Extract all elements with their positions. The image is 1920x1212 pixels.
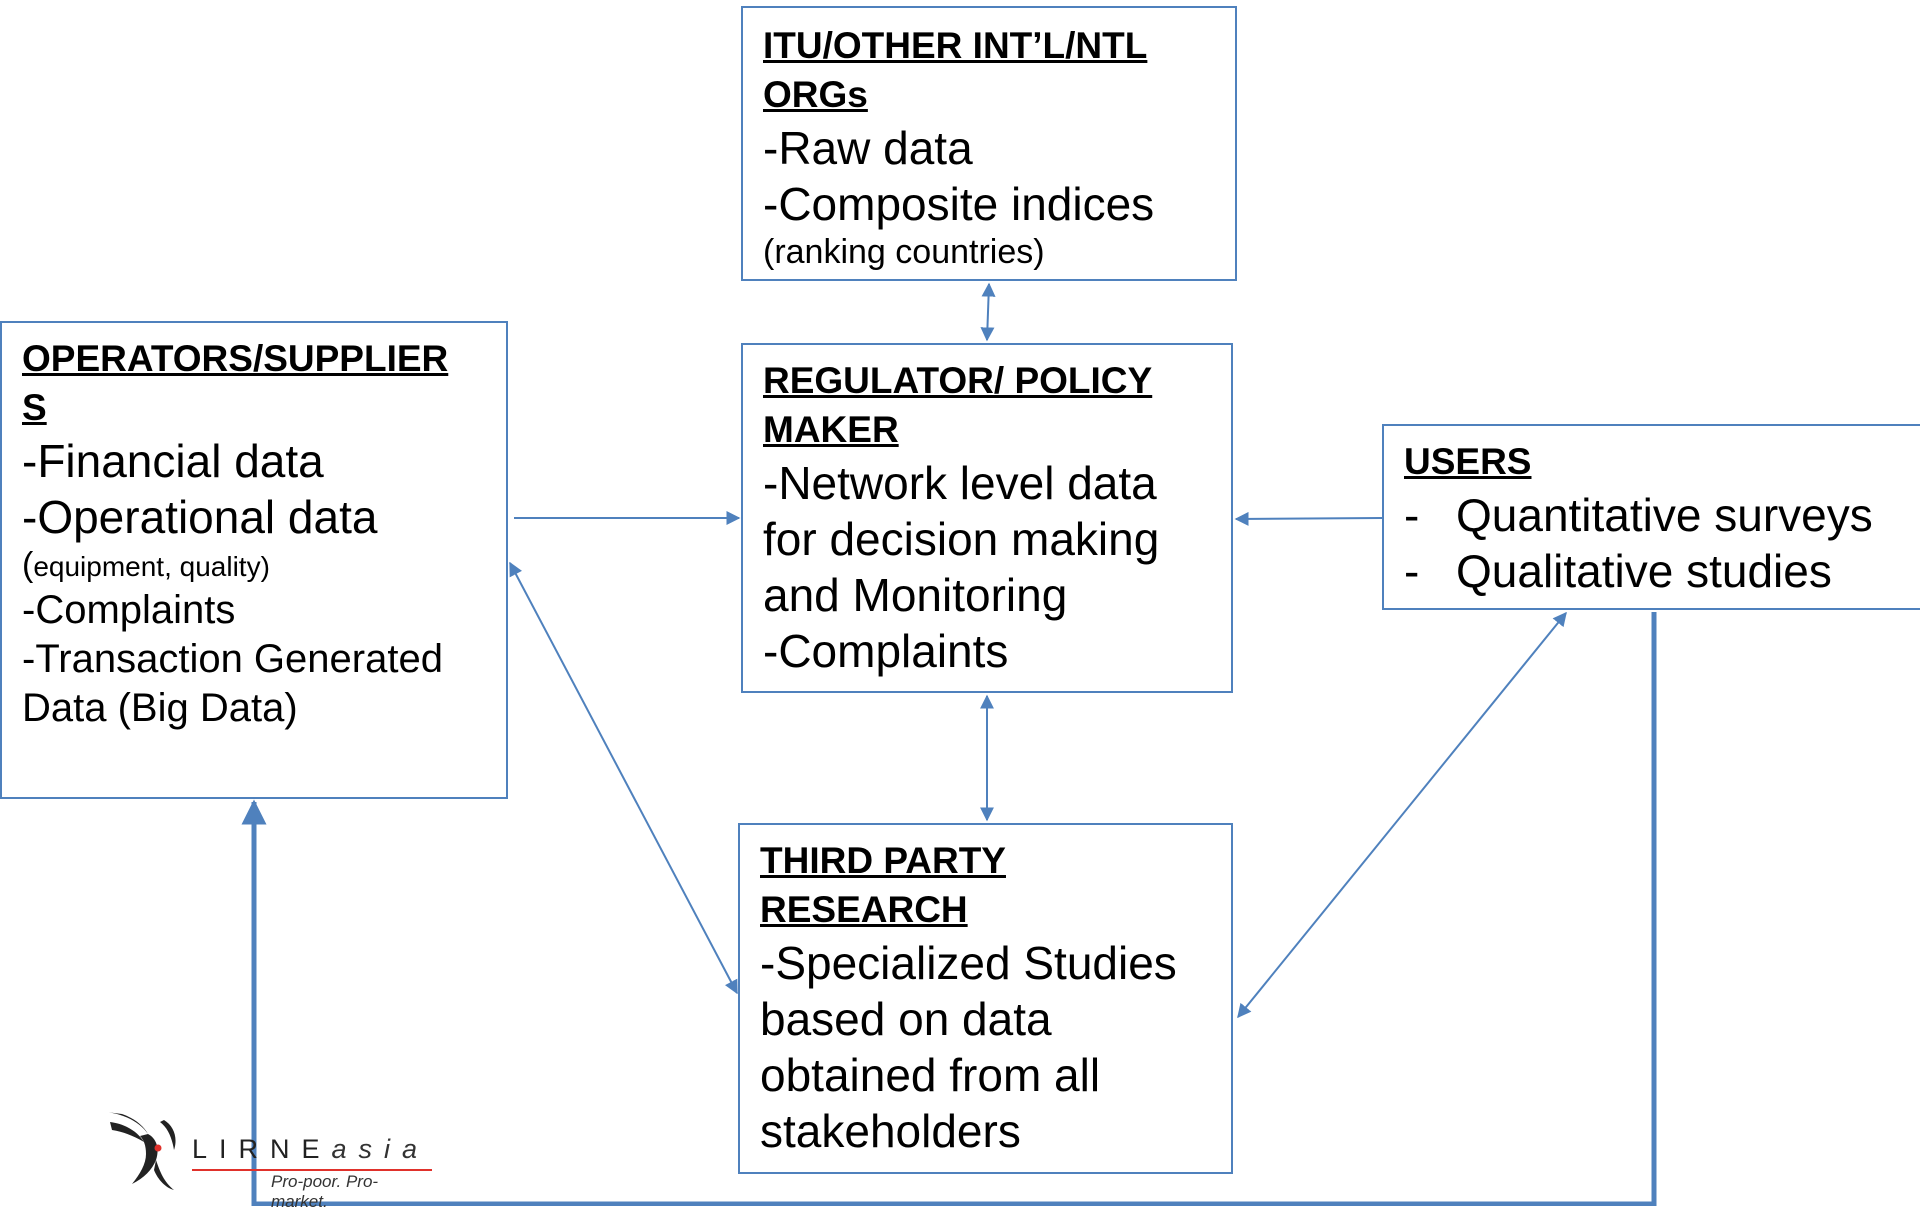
users-item-label: Qualitative studies <box>1456 544 1832 597</box>
regulator-item-complaints: -Complaints <box>763 624 1009 677</box>
itu-orgs-title: ITU/OTHER INT’L/NTL ORGs <box>763 25 1148 115</box>
operators-item-financial: -Financial data <box>22 434 324 487</box>
operators-suppliers-box: OPERATORS/SUPPLIER S -Financial data -Op… <box>0 321 508 799</box>
connector-users-operators-loop <box>241 612 1657 1206</box>
regulator-item-network-data: -Network level data for decision making … <box>763 456 1160 621</box>
lirneasia-logo: LIRNEasia Pro-poor. Pro-market. <box>104 1108 434 1211</box>
regulator-title: REGULATOR/ POLICY MAKER <box>763 360 1153 450</box>
connector-users-regulator <box>1234 511 1383 526</box>
regulator-policy-maker-box: REGULATOR/ POLICY MAKER -Network level d… <box>741 343 1233 693</box>
third-party-item-studies: -Specialized Studies based on data obtai… <box>760 936 1177 1157</box>
users-bullet: - <box>1404 544 1420 597</box>
itu-orgs-item-raw-data: -Raw data <box>763 121 973 174</box>
operators-note-open-paren: ( <box>22 545 34 584</box>
operators-item-operational: -Operational data <box>22 490 378 543</box>
connector-users-third-party <box>1237 611 1567 1019</box>
operators-item-transaction-data: -Transaction Generated Data (Big Data) <box>22 637 443 730</box>
operators-item-complaints: -Complaints <box>22 588 236 633</box>
connector-itu-regulator <box>980 282 996 342</box>
users-title: USERS <box>1404 441 1532 482</box>
itu-orgs-note: (ranking countries) <box>763 232 1045 271</box>
connector-operators-third-party <box>509 561 738 995</box>
logo-brand: LIRNEasia <box>192 1134 429 1165</box>
users-bullet: - <box>1404 488 1420 541</box>
itu-orgs-box: ITU/OTHER INT’L/NTL ORGs -Raw data -Comp… <box>741 6 1237 281</box>
users-item-quantitative: - Quantitative surveys <box>1404 487 1920 543</box>
logo-brand-main: LIRNE <box>192 1134 332 1164</box>
itu-orgs-item-composite-indices: -Composite indices <box>763 177 1155 230</box>
logo-tagline: Pro-poor. Pro-market. <box>271 1172 379 1211</box>
logo-underline <box>192 1169 432 1171</box>
logo-brand-asia: asia <box>331 1134 430 1164</box>
third-party-title: THIRD PARTY RESEARCH <box>760 840 1006 930</box>
operators-note: (equipment, quality) <box>22 545 506 586</box>
third-party-research-box: THIRD PARTY RESEARCH -Specialized Studie… <box>738 823 1233 1174</box>
operators-note-text: equipment, quality) <box>33 550 270 582</box>
operators-title: OPERATORS/SUPPLIER S <box>22 338 449 428</box>
users-item-label: Quantitative surveys <box>1456 488 1873 541</box>
bird-logo-icon <box>106 1112 176 1190</box>
users-box: USERS - Quantitative surveys - Qualitati… <box>1382 424 1920 610</box>
users-item-qualitative: - Qualitative studies <box>1404 543 1920 599</box>
